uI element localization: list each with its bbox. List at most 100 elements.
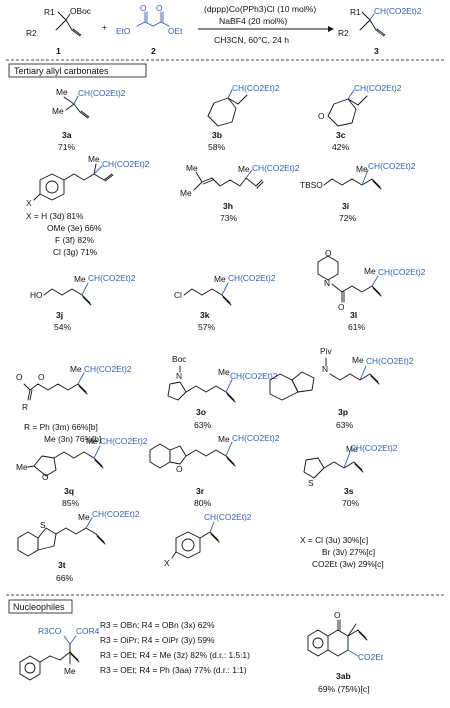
section-header-tertiary-box xyxy=(8,63,147,78)
svg-text:S: S xyxy=(308,478,314,488)
svg-text:Me: Me xyxy=(352,355,364,365)
compound-3b: CH(CO2Et)2 3b 58% xyxy=(207,83,280,152)
svg-text:CH(CO2Et)2: CH(CO2Et)2 xyxy=(378,267,426,277)
svg-text:X = H (3d) 81%: X = H (3d) 81% xyxy=(26,211,84,221)
svg-text:3t: 3t xyxy=(58,560,66,570)
3a-me-bottom: Me xyxy=(52,106,64,116)
svg-text:CH(CO2Et)2: CH(CO2Et)2 xyxy=(350,443,398,453)
compound-3i: TBSO Me CH(CO2Et)2 3i 72% xyxy=(300,161,416,223)
svg-text:COR4: COR4 xyxy=(76,626,100,636)
svg-text:X: X xyxy=(26,198,32,208)
svg-text:3o: 3o xyxy=(196,407,206,417)
section-header-nucleophiles-box xyxy=(8,599,73,614)
svg-text:66%: 66% xyxy=(56,573,74,583)
svg-text:O: O xyxy=(338,302,345,312)
svg-text:58%: 58% xyxy=(208,142,226,152)
compound-3r: O Me CH(CO2Et)2 3r 80% xyxy=(149,433,280,508)
svg-text:Me: Me xyxy=(218,434,230,444)
product-ester-bond xyxy=(369,13,375,21)
svg-text:Me: Me xyxy=(74,274,86,284)
svg-text:61%: 61% xyxy=(348,322,366,332)
svg-text:Me: Me xyxy=(16,462,28,472)
compound-3s: S Me CH(CO2Et)2 3s 70% xyxy=(303,443,398,508)
svg-text:O: O xyxy=(16,372,23,382)
svg-text:70%: 70% xyxy=(342,498,360,508)
compound-3p: Piv N Me CH(CO2Et)2 3p 63% xyxy=(269,346,414,430)
svg-text:O: O xyxy=(325,248,332,258)
product-number: 3 xyxy=(374,46,379,56)
product-r2: R2 xyxy=(338,28,349,38)
svg-text:R3CO: R3CO xyxy=(38,626,62,636)
svg-text:Me: Me xyxy=(64,666,76,676)
r2-label: R2 xyxy=(26,28,37,38)
svg-text:3h: 3h xyxy=(223,201,233,211)
arrow-head xyxy=(328,26,334,32)
svg-text:O: O xyxy=(42,472,49,482)
svg-text:Me: Me xyxy=(186,163,198,173)
svg-text:3p: 3p xyxy=(338,407,348,417)
substrate-bonds xyxy=(55,11,82,37)
svg-text:R3 = OBn; R4 = OBn (3x) 62%: R3 = OBn; R4 = OBn (3x) 62% xyxy=(100,620,215,630)
compound-3x-3aa: R3CO COR4 Me R3 = OBn; R4 = OBn (3x) 62%… xyxy=(19,620,250,681)
svg-text:CH(CO2Et)2: CH(CO2Et)2 xyxy=(92,509,140,519)
svg-text:CH(CO2Et)2: CH(CO2Et)2 xyxy=(232,433,280,443)
svg-text:Cl (3g) 71%: Cl (3g) 71% xyxy=(53,247,98,257)
svg-text:71%: 71% xyxy=(58,142,76,152)
compound-3d-3g: X Me CH(CO2Et)2 X = H (3d) 81% OMe (3e) … xyxy=(26,154,150,257)
svg-text:TBSO: TBSO xyxy=(300,180,323,190)
svg-text:CH(CO2Et)2: CH(CO2Et)2 xyxy=(204,512,252,522)
svg-text:3s: 3s xyxy=(344,486,354,496)
compound-3c: O CH(CO2Et)2 3c 42% xyxy=(318,83,402,152)
svg-text:X = Cl (3u) 30%[c]: X = Cl (3u) 30%[c] xyxy=(300,535,368,545)
compound-3h: Me Me Me CH(CO2Et)2 3h 73% xyxy=(180,163,300,223)
compound-3ab: O CO2Et 3ab 69% (75%)[c] xyxy=(307,610,384,694)
svg-text:CH(CO2Et)2: CH(CO2Et)2 xyxy=(252,163,300,173)
svg-text:73%: 73% xyxy=(220,213,238,223)
svg-text:CO2Et (3w) 29%[c]: CO2Et (3w) 29%[c] xyxy=(312,559,384,569)
compound-3a: Me Me CH(CO2Et)2 3a 71% xyxy=(52,87,126,152)
condition-additive: NaBF4 (20 mol%) xyxy=(219,16,287,26)
svg-text:S: S xyxy=(40,520,46,530)
substrate-number: 1 xyxy=(56,46,61,56)
compound-3t: S Me CH(CO2Et)2 3t 66% xyxy=(17,509,140,583)
condition-solvent: CH3CN, 60°C, 24 h xyxy=(214,35,289,45)
svg-text:N: N xyxy=(324,278,330,288)
svg-text:42%: 42% xyxy=(332,142,350,152)
svg-text:Me: Me xyxy=(180,188,192,198)
r1-label: R1 xyxy=(44,7,55,17)
svg-text:R3 = OiPr; R4 = OiPr (3y) 59%: R3 = OiPr; R4 = OiPr (3y) 59% xyxy=(100,635,215,645)
svg-text:CH(CO2Et)2: CH(CO2Et)2 xyxy=(84,364,132,374)
svg-text:OMe (3e) 66%: OMe (3e) 66% xyxy=(47,223,102,233)
svg-text:CH(CO2Et)2: CH(CO2Et)2 xyxy=(368,161,416,171)
3a-me-top: Me xyxy=(56,87,68,97)
condition-catalyst: (dppp)Co(PPh3)Cl (10 mol%) xyxy=(204,4,316,14)
general-scheme: R1 OBoc R2 1 + O O EtO OEt 2 (dppp)Co(PP… xyxy=(26,3,422,56)
svg-text:85%: 85% xyxy=(62,498,80,508)
svg-text:3k: 3k xyxy=(200,310,210,320)
svg-text:CH(CO2Et)2: CH(CO2Et)2 xyxy=(88,273,136,283)
svg-text:63%: 63% xyxy=(194,420,212,430)
product-r1: R1 xyxy=(350,7,361,17)
svg-text:HO: HO xyxy=(30,290,43,300)
svg-text:CH(CO2Et)2: CH(CO2Et)2 xyxy=(366,356,414,366)
oboc-label: OBoc xyxy=(70,6,91,16)
product-ester: CH(CO2Et)2 xyxy=(374,6,422,16)
svg-text:R3 = OEt; R4 = Ph (3aa) 77% (: R3 = OEt; R4 = Ph (3aa) 77% (d.r.: 1:1) xyxy=(100,665,247,675)
svg-text:CH(CO2Et)2: CH(CO2Et)2 xyxy=(230,371,278,381)
svg-text:R: R xyxy=(22,402,28,412)
svg-text:3q: 3q xyxy=(64,486,74,496)
malonate-o-right: O xyxy=(156,3,163,13)
svg-text:Me: Me xyxy=(86,436,98,446)
compound-3m-3n: O O R Me CH(CO2Et)2 R = Ph (3m) 66%[b] M… xyxy=(16,364,132,444)
compound-3u-3w: X CH(CO2Et)2 X = Cl (3u) 30%[c] Br (3v) … xyxy=(164,512,384,569)
svg-text:X: X xyxy=(164,558,170,568)
svg-text:CO2Et: CO2Et xyxy=(358,652,384,662)
svg-text:Me: Me xyxy=(88,154,100,164)
svg-text:Me: Me xyxy=(364,266,376,276)
malonate-o-left: O xyxy=(140,3,147,13)
svg-text:Me: Me xyxy=(70,364,82,374)
svg-text:Me: Me xyxy=(238,164,250,174)
svg-text:3r: 3r xyxy=(196,486,205,496)
